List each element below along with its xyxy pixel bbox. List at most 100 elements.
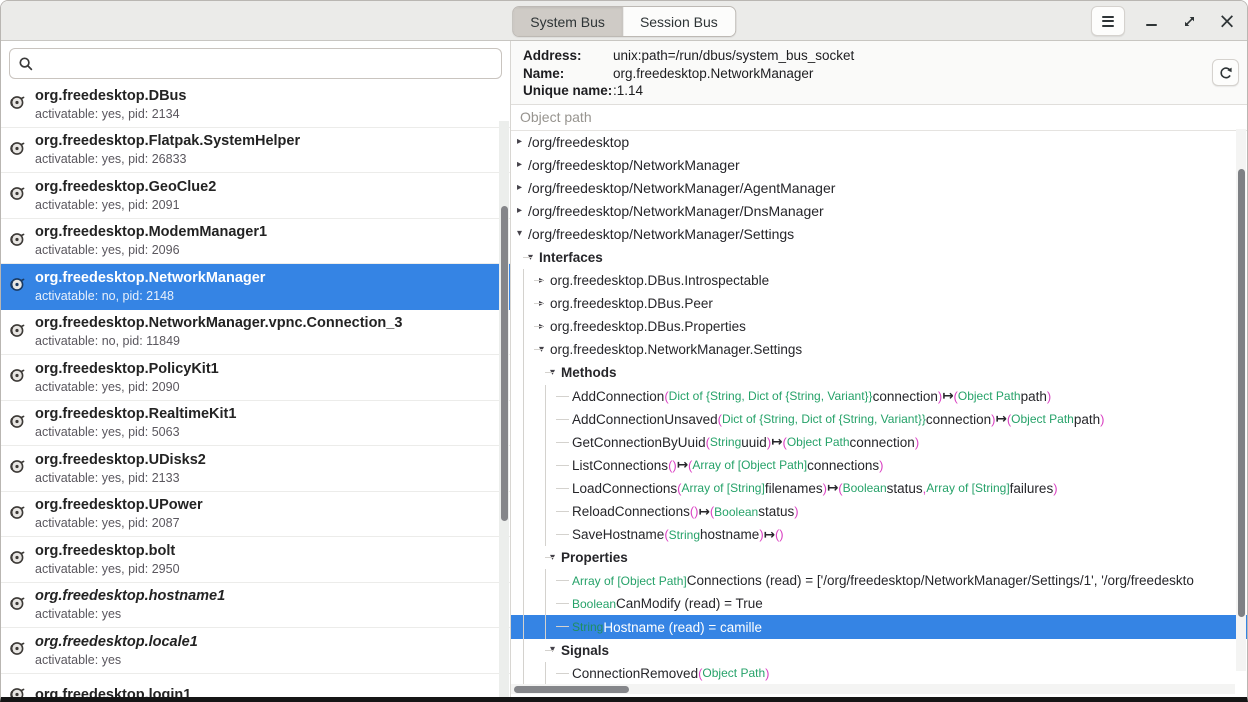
tree-row-label: org.freedesktop.DBus.Peer <box>550 296 713 311</box>
expander-expanded-icon[interactable]: ▾ <box>517 229 528 239</box>
service-name: org.freedesktop.login1 <box>35 686 191 697</box>
tree-row[interactable]: ▸/org/freedesktop/NetworkManager <box>511 154 1247 177</box>
signature-punctuation: ) <box>794 504 798 519</box>
tree-row-label: Methods <box>561 365 617 380</box>
tree-row[interactable]: ▾Signals <box>511 639 1247 662</box>
expander-collapsed-icon[interactable]: ▸ <box>517 206 528 216</box>
tree-row[interactable]: Boolean CanModify (read) = True <box>511 592 1247 615</box>
service-name: org.freedesktop.hostname1 <box>35 587 225 606</box>
headerbar: System Bus Session Bus × <box>1 1 1247 41</box>
service-name: org.freedesktop.UDisks2 <box>35 451 206 470</box>
tree-row[interactable]: ▸/org/freedesktop <box>511 131 1247 154</box>
maximize-button[interactable] <box>1177 9 1201 33</box>
tree-row[interactable]: ▸org.freedesktop.DBus.Properties <box>511 315 1247 338</box>
tree-row-label: /org/freedesktop/NetworkManager/AgentMan… <box>528 180 835 196</box>
tree-row[interactable]: ConnectionRemoved (Object Path) <box>511 662 1247 685</box>
tree-row[interactable]: ▸/org/freedesktop/NetworkManager/AgentMa… <box>511 177 1247 200</box>
service-detail: activatable: yes, pid: 2950 <box>35 561 180 577</box>
tree-row[interactable]: AddConnectionUnsaved (Dict of {String, D… <box>511 408 1247 431</box>
service-list-item[interactable]: org.freedesktop.boltactivatable: yes, pi… <box>1 537 510 583</box>
unique-name-label: Unique name: <box>523 82 613 100</box>
tree-row[interactable]: String Hostname (read) = camille <box>511 615 1247 638</box>
service-list: org.freedesktop.DBusactivatable: yes, pi… <box>1 82 510 697</box>
service-list-item[interactable]: org.freedesktop.ModemManager1activatable… <box>1 219 510 265</box>
sidebar-scrollbar-thumb[interactable] <box>501 206 508 521</box>
tree-guide-line <box>545 523 546 546</box>
tree-guide-connector <box>556 396 569 397</box>
tree-vertical-scrollbar[interactable] <box>1236 129 1246 671</box>
address-label: Address: <box>523 47 613 65</box>
tree-row[interactable]: ▸org.freedesktop.DBus.Peer <box>511 292 1247 315</box>
service-list-item[interactable]: org.freedesktop.UPoweractivatable: yes, … <box>1 492 510 538</box>
tree-horizontal-scrollbar-thumb[interactable] <box>514 686 629 693</box>
service-list-item[interactable]: org.freedesktop.RealtimeKit1activatable:… <box>1 401 510 447</box>
tree-row[interactable]: ListConnections () ↦ (Array of [Object P… <box>511 454 1247 477</box>
tree-row-label: ↦ <box>827 480 838 496</box>
tree-row[interactable]: ▸/org/freedesktop/NetworkManager/DnsMana… <box>511 200 1247 223</box>
search-input[interactable] <box>40 56 493 72</box>
tree-horizontal-scrollbar[interactable] <box>511 684 1235 694</box>
tree-row-label: Properties <box>561 550 628 565</box>
service-gear-icon <box>9 413 26 435</box>
tree-row[interactable]: ▾/org/freedesktop/NetworkManager/Setting… <box>511 223 1247 246</box>
tree-row[interactable]: LoadConnections (Array of [String] filen… <box>511 477 1247 500</box>
service-text: org.freedesktop.GeoClue2activatable: yes… <box>35 178 216 213</box>
service-list-item[interactable]: org.freedesktop.NetworkManager.vpnc.Conn… <box>1 310 510 356</box>
tree-guide-line <box>523 454 524 477</box>
search-icon <box>18 56 34 72</box>
tree-row-label: org.freedesktop.NetworkManager.Settings <box>550 342 802 357</box>
name-value: org.freedesktop.NetworkManager <box>613 65 813 83</box>
type-annotation: Object Path <box>1011 412 1074 426</box>
tab-session-bus[interactable]: Session Bus <box>622 7 735 36</box>
expander-collapsed-icon[interactable]: ▸ <box>517 160 528 170</box>
search-entry[interactable] <box>9 48 502 79</box>
expander-collapsed-icon[interactable]: ▸ <box>517 183 528 193</box>
tree-row[interactable]: ▾org.freedesktop.NetworkManager.Settings <box>511 338 1247 361</box>
refresh-button[interactable] <box>1212 59 1239 86</box>
tree-vertical-scrollbar-thumb[interactable] <box>1238 169 1245 617</box>
service-list-item[interactable]: org.freedesktop.locale1activatable: yes <box>1 628 510 674</box>
service-text: org.freedesktop.NetworkManager.vpnc.Conn… <box>35 314 402 349</box>
tree-row[interactable]: ▾Properties <box>511 546 1247 569</box>
service-list-item[interactable]: org.freedesktop.Flatpak.SystemHelperacti… <box>1 128 510 174</box>
service-text: org.freedesktop.UPoweractivatable: yes, … <box>35 496 203 531</box>
tree-row[interactable]: ▾Interfaces <box>511 246 1247 269</box>
sidebar-scrollbar[interactable] <box>499 121 509 697</box>
tree-guide-line <box>545 454 546 477</box>
tree-guide-line <box>545 500 546 523</box>
tree-row[interactable]: GetConnectionByUuid (String uuid) ↦ (Obj… <box>511 431 1247 454</box>
service-list-item[interactable]: org.freedesktop.DBusactivatable: yes, pi… <box>1 82 510 128</box>
tree-row-label: ConnectionRemoved <box>572 666 698 681</box>
tree-row[interactable]: SaveHostname (String hostname) ↦ () <box>511 523 1247 546</box>
hamburger-menu-button[interactable] <box>1091 6 1125 36</box>
service-detail: activatable: yes, pid: 5063 <box>35 424 236 440</box>
tab-system-bus[interactable]: System Bus <box>513 7 622 36</box>
tree-guide-connector <box>556 488 569 489</box>
service-gear-icon <box>9 549 26 571</box>
service-list-item[interactable]: org.freedesktop.PolicyKit1activatable: y… <box>1 355 510 401</box>
close-button[interactable]: × <box>1215 9 1239 33</box>
tree-guide-line <box>523 315 524 338</box>
minimize-icon <box>1146 24 1157 26</box>
service-gear-icon <box>9 504 26 526</box>
service-list-item[interactable]: org.freedesktop.GeoClue2activatable: yes… <box>1 173 510 219</box>
tree-guide-connector <box>534 303 543 304</box>
service-list-item[interactable]: org.freedesktop.NetworkManageractivatabl… <box>1 264 510 310</box>
type-annotation: String <box>669 528 700 542</box>
tree-row[interactable]: ▾Methods <box>511 361 1247 384</box>
service-gear-icon <box>9 595 26 617</box>
tree-guide-line <box>545 662 546 685</box>
service-list-item[interactable]: org.freedesktop.login1 <box>1 674 510 698</box>
tree-row-label: /org/freedesktop <box>528 134 629 150</box>
expander-collapsed-icon[interactable]: ▸ <box>517 137 528 147</box>
tree-row[interactable]: Array of [Object Path] Connections (read… <box>511 569 1247 592</box>
tree-guide-connector <box>556 465 569 466</box>
service-list-item[interactable]: org.freedesktop.UDisks2activatable: yes,… <box>1 446 510 492</box>
minimize-button[interactable] <box>1139 9 1163 33</box>
service-list-item[interactable]: org.freedesktop.hostname1activatable: ye… <box>1 583 510 629</box>
tree-row[interactable]: ReloadConnections () ↦ (Boolean status) <box>511 500 1247 523</box>
tree-row[interactable]: AddConnection (Dict of {String, Dict of … <box>511 385 1247 408</box>
sidebar: org.freedesktop.DBusactivatable: yes, pi… <box>1 41 511 697</box>
tree-row[interactable]: ▸org.freedesktop.DBus.Introspectable <box>511 269 1247 292</box>
object-path-column-header[interactable]: Object path <box>511 105 1247 131</box>
